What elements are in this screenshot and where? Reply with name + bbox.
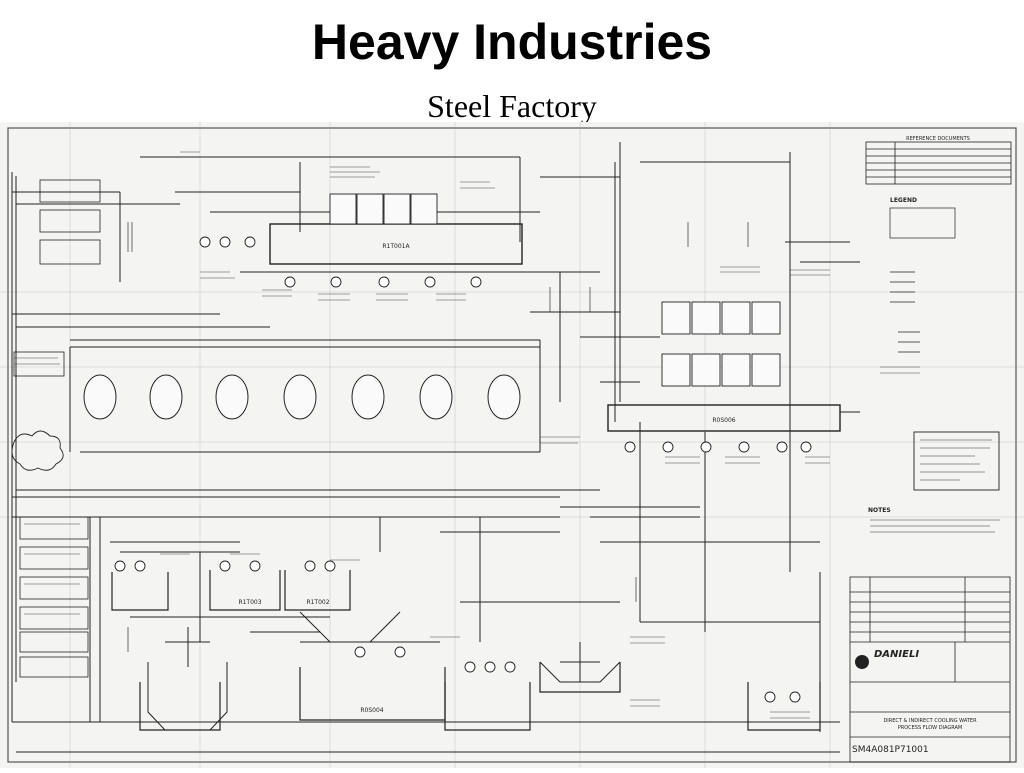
- vertical-labels: [127, 222, 749, 652]
- legend-title: LEGEND: [890, 197, 917, 204]
- pump-symbols: [114, 236, 812, 703]
- approval-stamp: [913, 431, 1000, 491]
- title-block: [849, 576, 1011, 763]
- cloud-symbol: [11, 430, 64, 471]
- bottom-basins: [111, 570, 821, 731]
- tank-label: R1T001A: [382, 243, 410, 250]
- approval-stamp-lines: [920, 439, 992, 481]
- cooling-tower-cells: [329, 193, 438, 225]
- reference-table-title: REFERENCE DOCUMENTS: [906, 136, 970, 142]
- slide-title: Heavy Industries: [311, 14, 713, 70]
- pipe-network: [11, 142, 860, 753]
- zone-grid: [0, 122, 1024, 768]
- tank-label: R1T003: [238, 599, 261, 606]
- reference-documents-table: [865, 141, 1012, 185]
- tank-label: R0S004: [360, 707, 383, 714]
- drawing-number: SM4A081P71001: [852, 745, 929, 755]
- hopper-tanks: [147, 611, 401, 731]
- drawing-fine-text: [14, 151, 920, 719]
- title-block-line: PROCESS FLOW DIAGRAM: [898, 725, 963, 731]
- legend-box: [889, 207, 956, 353]
- notes-title: NOTES: [868, 507, 891, 514]
- left-equipment-boxes: [13, 179, 101, 678]
- notes-lines: [870, 519, 1000, 533]
- basin-r0s006: [607, 404, 841, 432]
- drawing-border: [7, 127, 1017, 763]
- vessel-row: [83, 374, 521, 420]
- slide-subtitle: Steel Factory: [427, 88, 597, 124]
- brand-name: DANIELI: [874, 649, 919, 660]
- tank-label: R0S006: [712, 417, 735, 424]
- danieli-logo-icon: [855, 655, 869, 669]
- process-flow-diagram: R1T001A R0S006 R1T003 R1T002 R0S004: [0, 122, 1024, 768]
- title-block-line: DIRECT & INDIRECT COOLING WATER: [883, 718, 977, 724]
- process-flow-drawing: R1T001A R0S006 R1T003 R1T002 R0S004: [0, 122, 1024, 768]
- tank-label: R1T002: [306, 599, 329, 606]
- clarifier: [539, 642, 621, 683]
- cooling-tower-cells-right: [661, 301, 781, 387]
